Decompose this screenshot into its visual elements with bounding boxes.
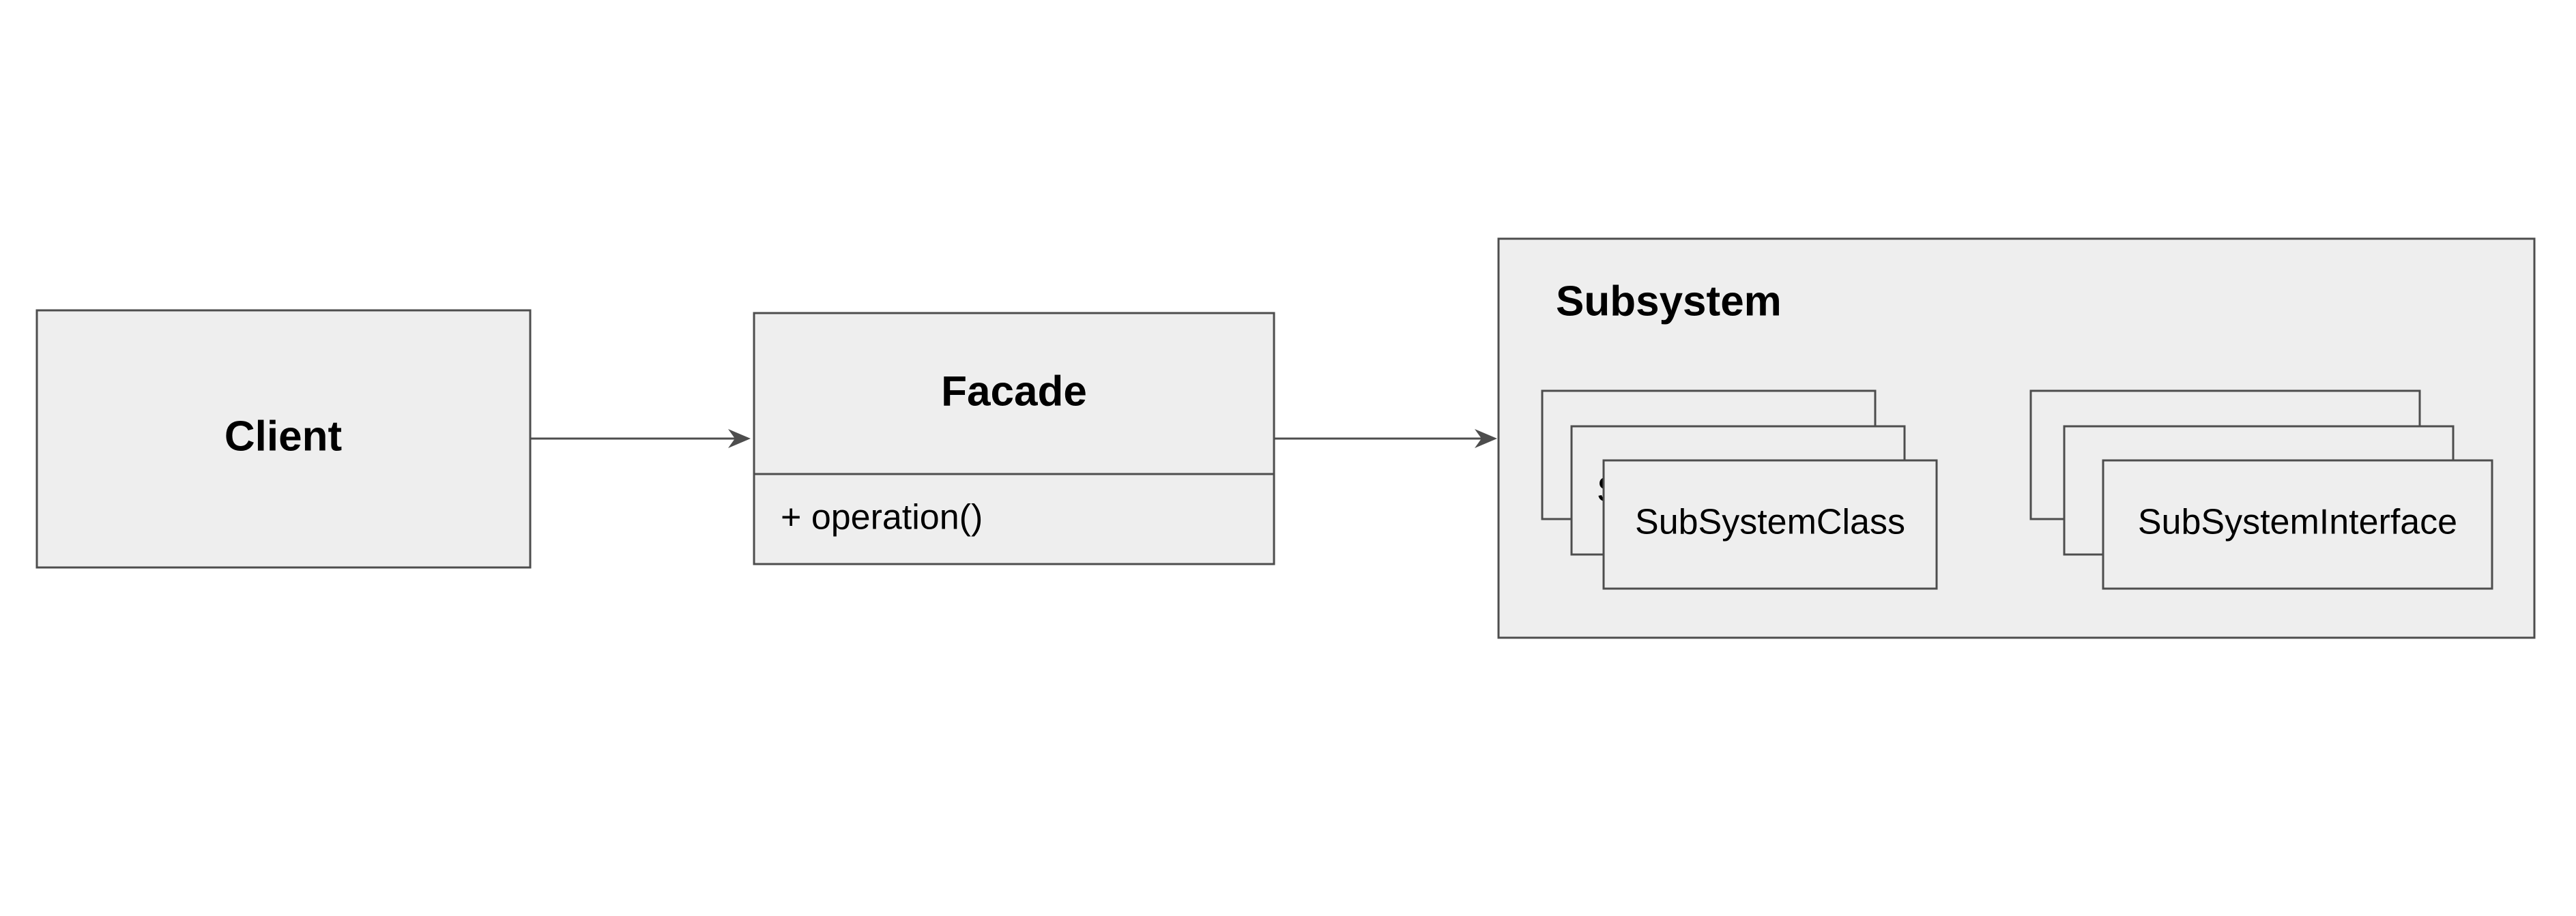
subsystem-class-label: SubSystemClass (1635, 503, 1905, 542)
arrowhead-icon (728, 429, 751, 448)
client-node[interactable]: Client (35, 309, 532, 569)
subsystem-node[interactable]: Subsystem S SubSystemClass SubSystemInte… (1497, 237, 2536, 639)
client-to-facade-connector (530, 429, 751, 448)
client-box (35, 309, 532, 569)
subsystem-interface-label: SubSystemInterface (2138, 503, 2457, 542)
subsystem-class-stack: S SubSystemClass (1541, 389, 1938, 590)
facade-header-box (753, 312, 1275, 475)
subsystem-title: Subsystem (1556, 278, 1782, 325)
facade-node[interactable]: Facade + operation() (753, 312, 1275, 565)
subsystem-interface-card-front (2102, 459, 2493, 590)
subsystem-interface-stack: SubSystemInterface (2029, 389, 2493, 590)
facade-title: Facade (941, 368, 1087, 415)
facade-operation: + operation() (781, 498, 983, 537)
facade-to-subsystem-connector (1274, 429, 1497, 448)
facade-operations-box (753, 473, 1275, 565)
client-title: Client (225, 413, 342, 460)
arrowhead-icon (1475, 429, 1497, 448)
subsystem-class-card-front (1602, 459, 1938, 590)
